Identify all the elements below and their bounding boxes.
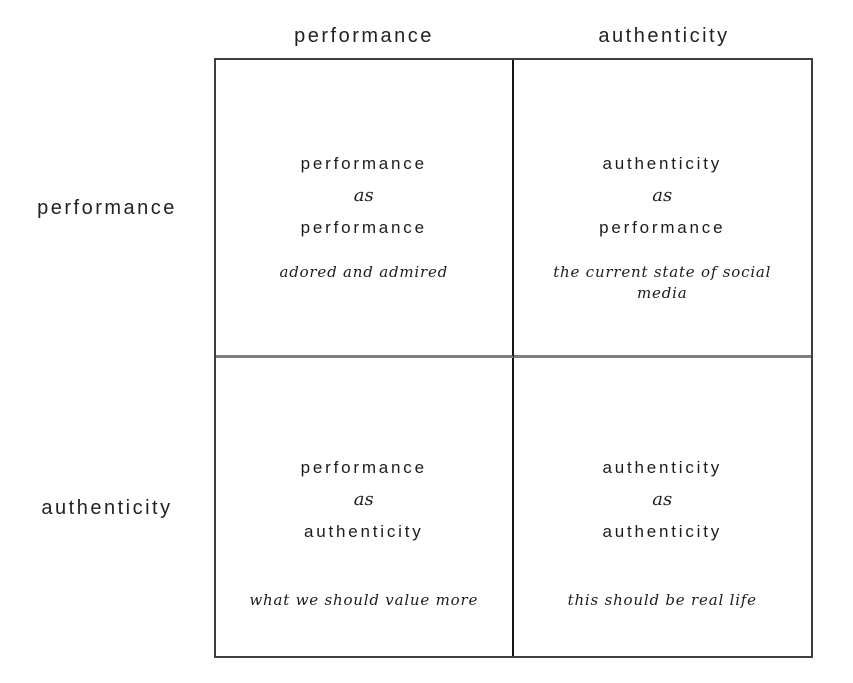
cell-top-word: performance: [300, 458, 427, 477]
cell-authenticity-as-authenticity: authenticity as authenticity this should…: [514, 358, 812, 656]
cell-bottom-word: authenticity: [602, 522, 723, 541]
column-header-authenticity: authenticity: [598, 24, 730, 47]
cell-top-word: authenticity: [602, 154, 723, 173]
as-connector: as: [652, 489, 673, 510]
as-connector: as: [353, 489, 374, 510]
as-connector: as: [652, 185, 673, 206]
cell-caption: the current state of social media: [553, 263, 772, 302]
row-header-authenticity: authenticity: [41, 497, 173, 519]
cell-caption: this should be real life: [567, 591, 757, 609]
cell-top-word: authenticity: [602, 458, 723, 477]
cell-top-word: performance: [300, 154, 427, 173]
cell-performance-as-performance: performance as performance adored and ad…: [216, 60, 514, 358]
cell-performance-as-authenticity: performance as authenticity what we shou…: [216, 358, 514, 656]
cell-bottom-word: authenticity: [303, 522, 424, 541]
matrix-grid: performance as performance adored and ad…: [214, 58, 813, 658]
column-header-performance: performance: [294, 24, 434, 47]
cell-bottom-word: performance: [599, 218, 726, 237]
cell-caption: what we should value more: [249, 591, 479, 609]
as-connector: as: [353, 185, 374, 206]
row-header-performance: performance: [37, 197, 177, 219]
cell-authenticity-as-performance: authenticity as performance the current …: [513, 60, 811, 358]
cell-bottom-word: performance: [300, 218, 427, 237]
cell-caption: adored and admired: [279, 263, 449, 281]
